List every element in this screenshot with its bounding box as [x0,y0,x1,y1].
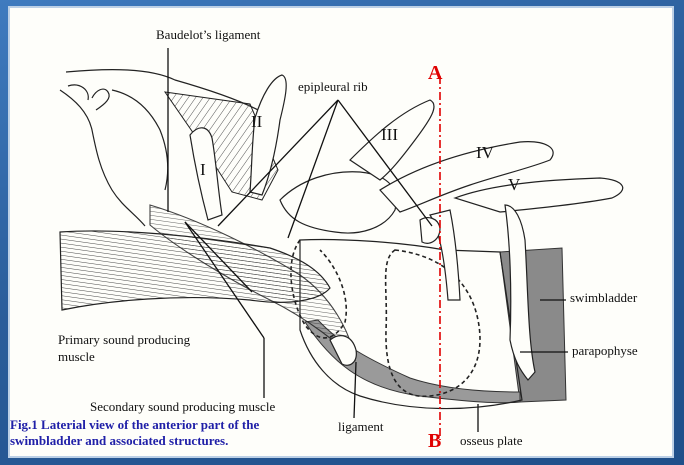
label-epipleural-rib: epipleural rib [298,80,368,95]
label-rib-II: II [251,112,262,132]
label-primary-muscle-line1: Primary sound producing [58,333,190,348]
label-parapophyse: parapophyse [572,344,638,359]
caption-line-1: Fig.1 Laterial view of the anterior part… [10,417,330,433]
label-ligament: ligament [338,420,384,435]
label-rib-V: V [508,175,520,195]
label-baudelot-ligament: Baudelot’s ligament [156,28,260,43]
label-swimbladder: swimbladder [570,291,637,306]
label-rib-IV: IV [476,143,494,163]
label-point-A: A [428,62,442,85]
label-point-B: B [428,430,441,453]
label-rib-I: I [200,160,206,180]
caption-line-2: swimbladder and associated structures. [10,433,330,449]
label-primary-muscle-line2: muscle [58,350,95,365]
label-rib-III: III [381,125,398,145]
figure-caption: Fig.1 Laterial view of the anterior part… [10,417,330,450]
label-osseus-plate: osseus plate [460,434,522,449]
label-secondary-muscle: Secondary sound producing muscle [90,400,275,415]
